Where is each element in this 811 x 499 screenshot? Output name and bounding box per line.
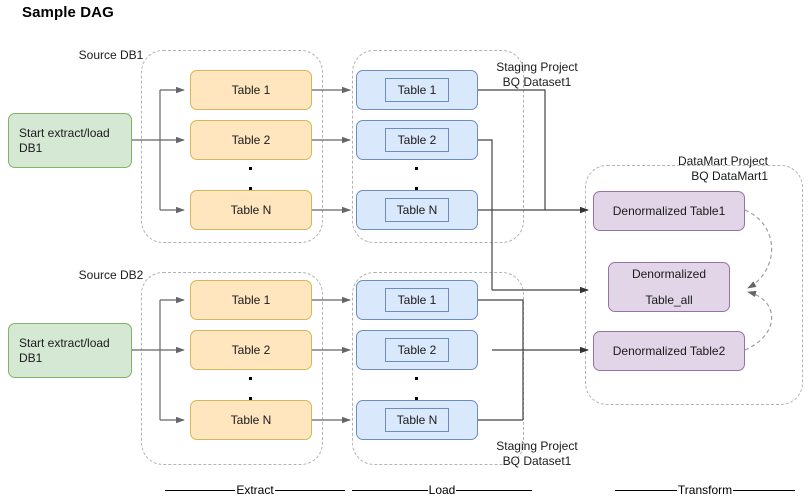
source-db2-label: Source DB2 (78, 268, 144, 282)
start-extract-load-db1-bottom[interactable]: Start extract/load DB1 (8, 323, 132, 378)
phase-extract-rule-left (165, 489, 236, 491)
load-top-table-1[interactable]: Table 1 (356, 70, 478, 110)
load-top-ellipsis (415, 167, 419, 207)
phase-extract: Extract (165, 483, 345, 497)
denormalized-table-all-line2: Table_all (645, 293, 693, 307)
source-db1-label: Source DB1 (78, 48, 144, 62)
load-bottom-ellipsis (415, 377, 419, 417)
load-bottom-table-1-inner: Table 1 (385, 288, 449, 312)
load-bottom-table-1[interactable]: Table 1 (356, 280, 478, 320)
extract-db2-ellipsis (249, 377, 253, 417)
load-top-table-2[interactable]: Table 2 (356, 120, 478, 160)
denormalized-table2[interactable]: Denormalized Table2 (593, 331, 745, 371)
extract-db2-table-1[interactable]: Table 1 (190, 280, 312, 320)
load-top-table-2-inner: Table 2 (385, 128, 449, 152)
phase-load: Load (352, 483, 533, 497)
extract-group-db1 (141, 50, 323, 243)
load-bottom-table-n-inner: Table N (385, 408, 449, 432)
extract-db2-table-n[interactable]: Table N (190, 400, 312, 440)
page-title: Sample DAG (22, 4, 114, 21)
load-top-table-n[interactable]: Table N (356, 190, 478, 230)
phase-extract-rule-right (274, 489, 345, 491)
load-top-table-1-inner: Table 1 (385, 78, 449, 102)
extract-db1-table-2[interactable]: Table 2 (190, 120, 312, 160)
extract-db1-table-n[interactable]: Table N (190, 190, 312, 230)
phase-transform-rule-left (615, 489, 677, 491)
extract-group-db2 (141, 272, 323, 465)
denormalized-table-all-line1: Denormalized (631, 267, 707, 281)
start-extract-load-db1-top[interactable]: Start extract/load DB1 (8, 113, 132, 168)
transform-group-datamart (585, 165, 803, 405)
phase-load-label: Load (428, 483, 456, 497)
extract-db2-table-2[interactable]: Table 2 (190, 330, 312, 370)
load-top-table-n-inner: Table N (385, 198, 449, 222)
denormalized-table1[interactable]: Denormalized Table1 (593, 191, 745, 231)
load-bottom-table-n[interactable]: Table N (356, 400, 478, 440)
phase-extract-label: Extract (236, 483, 274, 497)
phase-transform-label: Transform (677, 483, 733, 497)
load-bottom-table-2-inner: Table 2 (385, 338, 449, 362)
extract-db1-ellipsis (249, 167, 253, 207)
load-bottom-table-2[interactable]: Table 2 (356, 330, 478, 370)
phase-transform: Transform (615, 483, 796, 497)
phase-load-rule-right (456, 489, 533, 491)
extract-db1-table-1[interactable]: Table 1 (190, 70, 312, 110)
datamart-project-label: DataMart Project BQ DataMart1 (677, 154, 768, 183)
staging-project-top-label: Staging Project BQ Dataset1 (496, 60, 578, 89)
phase-load-rule-left (352, 489, 428, 491)
staging-project-bottom-label: Staging Project BQ Dataset1 (496, 439, 578, 468)
phase-transform-rule-right (733, 489, 796, 491)
denormalized-table-all[interactable]: Denormalized Table_all (608, 262, 730, 312)
